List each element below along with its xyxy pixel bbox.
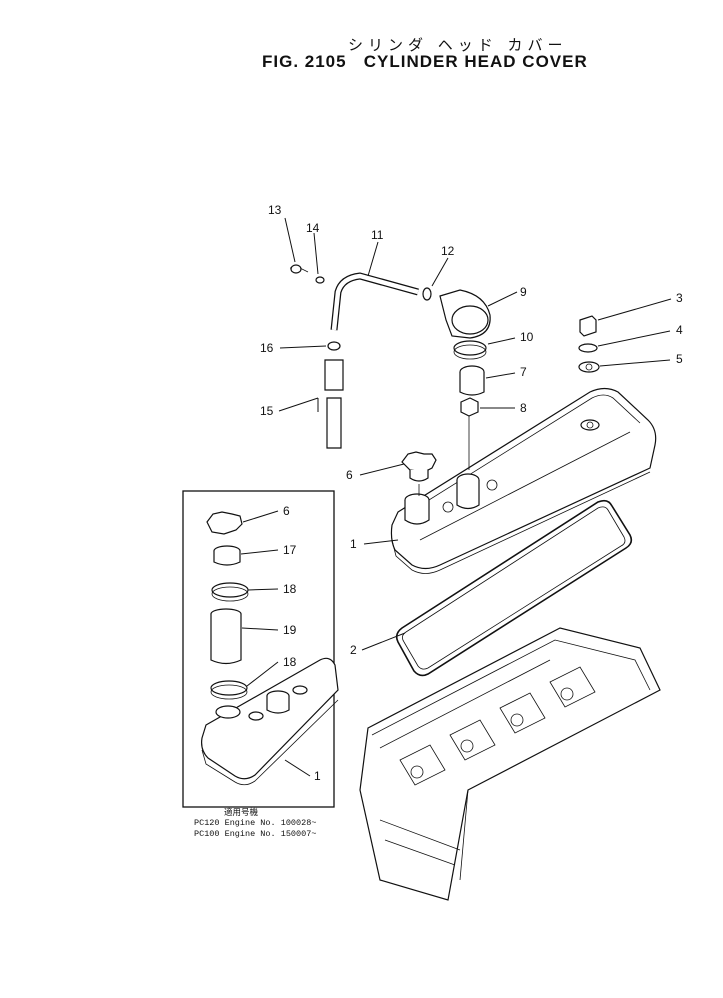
callout-2: 2 bbox=[350, 643, 357, 657]
cover-bolt-hardware bbox=[578, 315, 600, 373]
callout-12: 12 bbox=[441, 244, 455, 258]
oil-filler-cap bbox=[401, 451, 437, 496]
cylinder-head bbox=[359, 627, 661, 901]
callout-1-inset: 1 bbox=[314, 769, 321, 783]
figure-title: FIG. 2105 CYLINDER HEAD COVER bbox=[262, 52, 588, 72]
callout-10: 10 bbox=[520, 330, 534, 344]
callout-14: 14 bbox=[306, 221, 320, 235]
variant-inset-box bbox=[182, 490, 339, 808]
callout-15: 15 bbox=[260, 404, 274, 418]
callout-labels: 13 14 11 12 9 10 7 8 3 4 5 16 15 6 1 2 6… bbox=[260, 203, 683, 783]
callout-8: 8 bbox=[520, 401, 527, 415]
breather-hose-assembly bbox=[290, 264, 432, 449]
figure-title-japanese: シリンダ ヘッド カバー bbox=[348, 36, 568, 54]
callout-3: 3 bbox=[676, 291, 683, 305]
applicability-line-2: PC100 Engine No. 150007~ bbox=[194, 829, 317, 839]
callout-18-inset: 18 bbox=[283, 655, 297, 669]
callout-4: 4 bbox=[676, 323, 683, 337]
callout-leaders bbox=[240, 217, 672, 777]
callout-6: 6 bbox=[346, 468, 353, 482]
callout-18: 18 bbox=[283, 582, 297, 596]
callout-11: 11 bbox=[371, 228, 384, 242]
applicability-heading: 適用号機 bbox=[224, 808, 259, 818]
head-cover-gasket bbox=[395, 499, 633, 677]
callout-19: 19 bbox=[283, 623, 297, 637]
callout-17: 17 bbox=[283, 543, 297, 557]
figure-number: FIG. 2105 bbox=[262, 52, 347, 71]
callout-1: 1 bbox=[350, 537, 357, 551]
callout-5: 5 bbox=[676, 352, 683, 366]
figure-name: CYLINDER HEAD COVER bbox=[363, 52, 588, 71]
callout-7: 7 bbox=[520, 365, 527, 379]
callout-16: 16 bbox=[260, 341, 274, 355]
applicability-line-1: PC120 Engine No. 100028~ bbox=[194, 818, 317, 828]
callout-9: 9 bbox=[520, 285, 527, 299]
breather-parts bbox=[439, 289, 491, 470]
callout-13: 13 bbox=[268, 203, 282, 217]
cylinder-head-cover bbox=[390, 387, 657, 574]
callout-6-inset: 6 bbox=[283, 504, 290, 518]
